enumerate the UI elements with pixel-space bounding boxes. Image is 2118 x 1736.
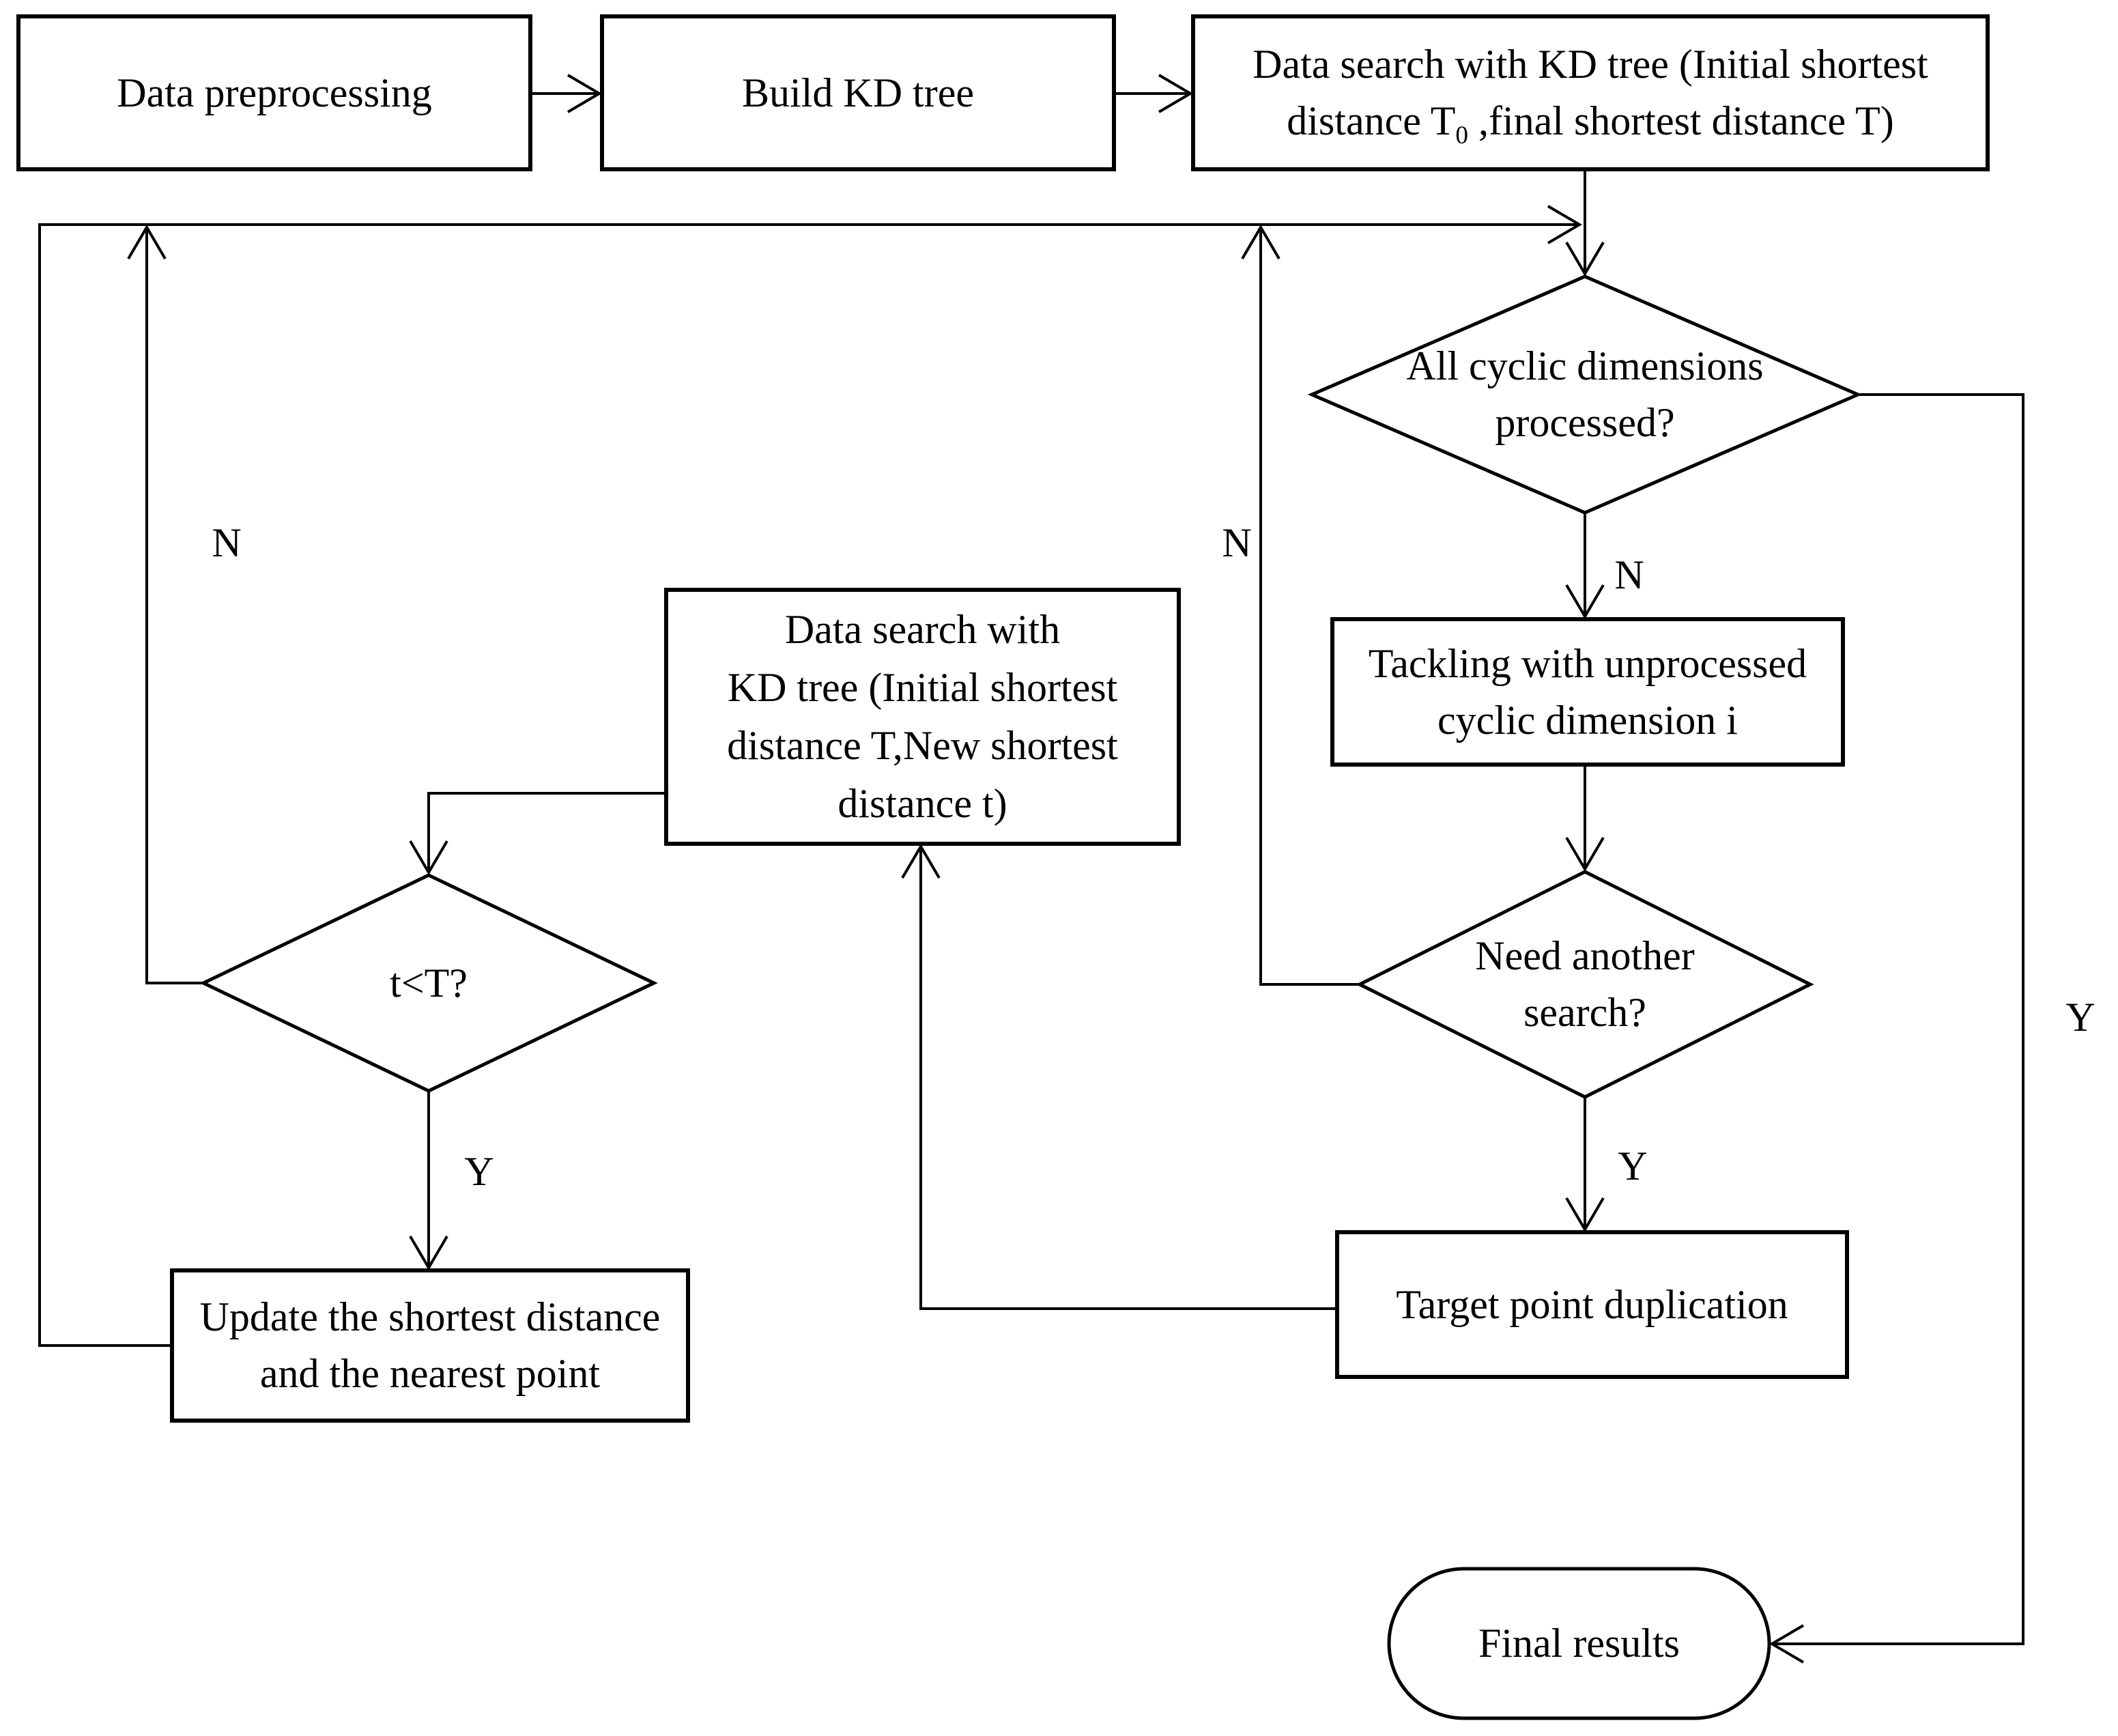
box-data-search-new-shape xyxy=(664,588,1181,846)
edge-search-new-to-t-less xyxy=(427,792,666,870)
branch-label-N-t-less: N xyxy=(212,520,242,565)
node-data-search-new: Data search with KD tree (Initial shorte… xyxy=(666,590,1179,844)
branch-label-Y-t-less: Y xyxy=(464,1149,494,1194)
node-label-line1: Update the shortest distance xyxy=(199,1294,661,1340)
node-label-line2-post: ,final shortest distance T) xyxy=(1468,98,1894,143)
node-label-line1: Data search with KD tree (Initial shorte… xyxy=(1253,42,1928,87)
node-build-kd-tree: Build KD tree xyxy=(602,16,1114,169)
edge-t-less-N-return xyxy=(145,230,203,984)
edge-need-search-N-return xyxy=(1259,230,1360,986)
node-label-line2: cyclic dimension i xyxy=(1437,697,1738,743)
node-label-line1: Data search with xyxy=(784,606,1061,652)
node-all-cyclic-processed: All cyclic dimensions processed? xyxy=(1312,276,1858,513)
arrowhead-up-need-search-N-icon xyxy=(1241,225,1280,260)
box-target-point-duplication-shape xyxy=(1335,1230,1849,1379)
arrowhead-down-into-target-icon xyxy=(1565,1197,1605,1232)
node-update-shortest: Update the shortest distance and the nea… xyxy=(172,1270,688,1421)
node-data-search-initial: Data search with KD tree (Initial shorte… xyxy=(1193,16,1988,169)
branch-label-N-all-cyclic: N xyxy=(1614,552,1644,597)
node-label-line2: and the nearest point xyxy=(259,1351,601,1396)
node-label-line2: distance T0 ,final shortest distance T) xyxy=(1287,93,1893,150)
stadium-final-results-shape xyxy=(1387,1567,1771,1720)
node-final-results: Final results xyxy=(1389,1569,1769,1718)
node-label-line2: KD tree (Initial shortest xyxy=(727,664,1118,710)
arrowhead-left-into-final-results-icon xyxy=(1769,1624,1805,1664)
edge-update-feedback-rail xyxy=(38,223,1577,1347)
node-label-line2: search? xyxy=(1523,990,1646,1035)
node-label-line4: distance t) xyxy=(838,781,1007,827)
arrowhead-down-into-all-cyclic-icon xyxy=(1565,241,1605,276)
node-label-line2-pre: distance T xyxy=(1287,98,1456,143)
node-label: Target point duplication xyxy=(1396,1281,1788,1327)
arrowhead-right-into-build-kd-tree-icon xyxy=(567,74,602,113)
node-label-line2-subscript: 0 xyxy=(1455,122,1468,150)
arrowhead-right-into-data-search-icon xyxy=(1158,74,1193,113)
node-label-line1: Tackling with unprocessed xyxy=(1368,640,1807,686)
node-label: Build KD tree xyxy=(742,70,974,115)
node-label: Final results xyxy=(1478,1621,1680,1666)
node-label: Data preprocessing xyxy=(117,70,432,115)
arrowhead-down-into-tackling-icon xyxy=(1565,584,1605,619)
node-need-another-search: Need another search? xyxy=(1360,872,1810,1097)
arrowhead-right-feedback-rail-icon xyxy=(1547,205,1582,244)
arrowhead-down-into-update-icon xyxy=(409,1235,448,1270)
box-tackling-unprocessed-shape xyxy=(1330,617,1845,767)
node-tackling-unprocessed: Tackling with unprocessed cyclic dimensi… xyxy=(1332,619,1843,765)
node-label-line1: All cyclic dimensions xyxy=(1406,343,1764,389)
arrowhead-up-into-search-new-icon xyxy=(901,844,941,879)
branch-label-Y-all-cyclic: Y xyxy=(2065,995,2095,1040)
edge-diamond1-Y-to-final xyxy=(1775,393,2024,1645)
node-t-less-than-T: t<T? xyxy=(203,875,654,1091)
arrowhead-up-t-less-N-icon xyxy=(127,225,167,260)
node-data-preprocessing: Data preprocessing xyxy=(18,16,530,169)
node-label-line1: Need another xyxy=(1475,933,1695,979)
box-data-search-initial-shape xyxy=(1191,14,1990,171)
branch-label-N-need-search: N xyxy=(1222,520,1252,565)
node-label: t<T? xyxy=(390,960,468,1006)
arrowhead-down-into-need-search-icon xyxy=(1565,836,1605,872)
node-label-line2: processed? xyxy=(1495,400,1675,445)
node-label-line3: distance T,New shortest xyxy=(727,723,1118,768)
node-target-point-duplication: Target point duplication xyxy=(1337,1232,1847,1377)
arrowhead-down-into-t-less-icon xyxy=(409,840,448,875)
branch-label-Y-need-search: Y xyxy=(1618,1143,1648,1189)
edge-target-to-search-new xyxy=(919,849,1337,1310)
